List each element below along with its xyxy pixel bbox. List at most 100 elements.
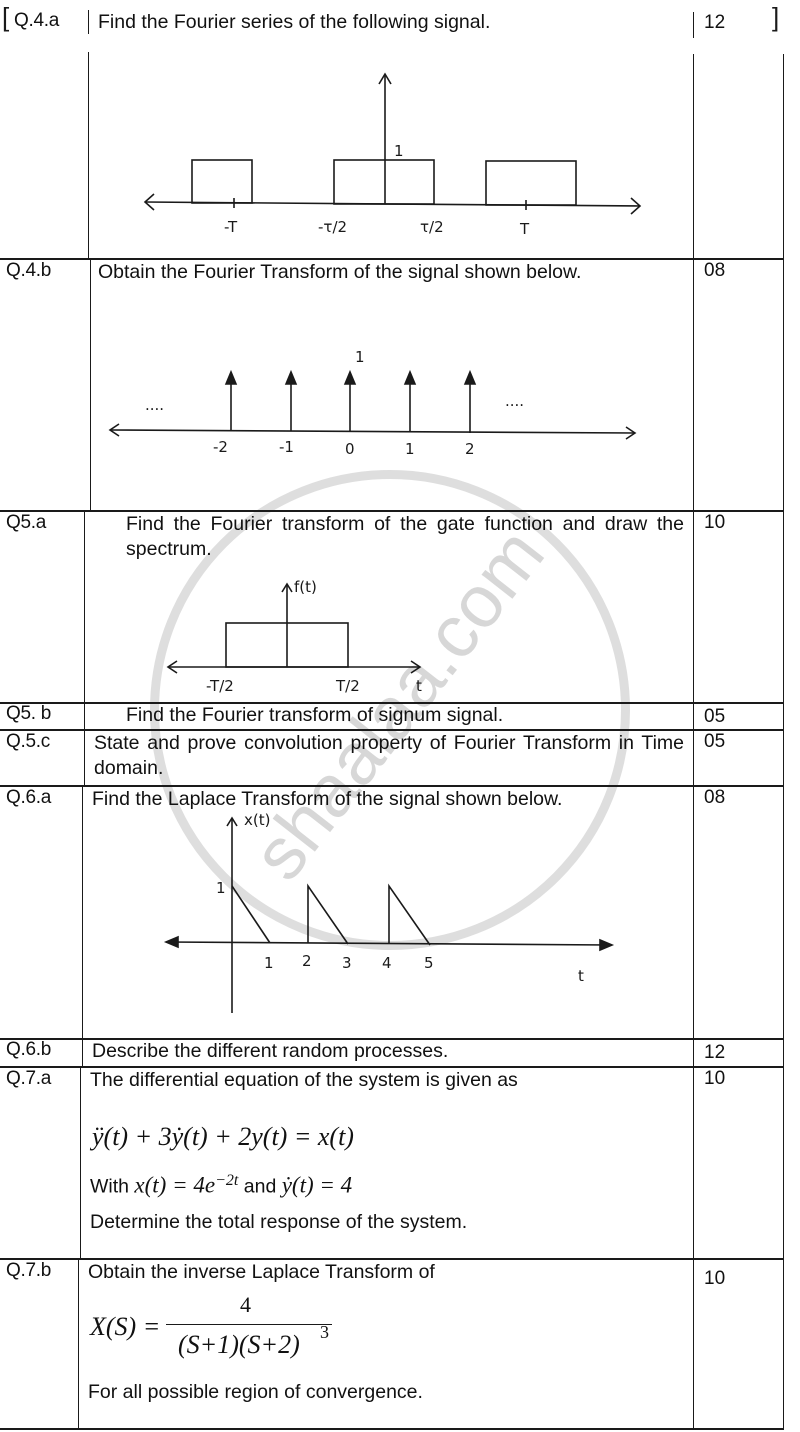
question-followup: For all possible region of convergence. — [88, 1381, 423, 1403]
impulse-train-figure: .... .... 1 -2 -1 0 1 2 — [108, 348, 637, 458]
x-label: -T/2 — [206, 677, 234, 695]
x-label: 4 — [382, 954, 392, 972]
x-label: T/2 — [335, 677, 360, 695]
question-marks: 12 — [704, 1042, 726, 1063]
question-row-q7a: Q.7.a The differential equation of the s… — [0, 1066, 784, 1260]
x-label: τ/2 — [420, 218, 444, 236]
column-divider — [783, 1258, 784, 1428]
column-divider — [84, 702, 85, 729]
column-divider — [693, 54, 694, 258]
column-divider — [783, 510, 784, 702]
question-marks: 10 — [704, 512, 726, 533]
x-axis-label: t — [578, 967, 584, 985]
question-marks: 10 — [704, 1268, 726, 1289]
question-marks: 05 — [704, 706, 726, 727]
x-label: -T — [224, 218, 238, 236]
x-label: T — [519, 220, 530, 238]
impulse-arrows — [224, 369, 477, 433]
impulse-height-label: 1 — [355, 348, 365, 366]
x-label: 2 — [302, 952, 312, 970]
column-divider — [88, 52, 89, 258]
question-row-q6a: Q.6.a Find the Laplace Transform of the … — [0, 785, 784, 1040]
condition-and: and — [243, 1175, 277, 1198]
question-text: Find the Fourier series of the following… — [98, 11, 491, 33]
column-divider — [783, 1066, 784, 1258]
question-number: Q.7.b — [6, 1260, 51, 1281]
question-row-q5a: Q5.a Find the Fourier transform of the g… — [0, 510, 784, 704]
column-divider — [693, 1066, 694, 1258]
column-divider — [693, 1258, 694, 1428]
periodic-pulse-figure: 1 -T -τ/2 τ/2 T — [143, 72, 642, 238]
question-text: Obtain the Fourier Transform of the sign… — [98, 261, 582, 283]
expression-lhs: X(S) = — [90, 1312, 161, 1341]
question-followup: Determine the total response of the syst… — [90, 1211, 468, 1233]
x-label: 2 — [465, 440, 475, 458]
x-label: 1 — [405, 440, 415, 458]
x-label: 0 — [345, 440, 355, 458]
column-divider — [783, 258, 784, 510]
numerator: 4 — [240, 1292, 251, 1317]
question-number: Q5.a — [6, 512, 46, 533]
question-text: Describe the different random processes. — [92, 1040, 449, 1062]
question-number: Q5. b — [6, 703, 51, 724]
column-divider — [783, 702, 784, 729]
ellipsis-right: .... — [505, 392, 524, 410]
left-bracket: [ — [2, 2, 10, 32]
question-row-q5c: Q.5.c State and prove convolution proper… — [0, 729, 784, 787]
column-divider — [693, 258, 694, 510]
initial-conditions: With x(t) = 4e−2t and ẏ(t) = 4 — [90, 1172, 352, 1199]
question-marks: 05 — [704, 731, 726, 752]
column-divider — [693, 1038, 694, 1066]
column-divider — [783, 785, 784, 1038]
question-text: Find the Fourier transform of the gate f… — [126, 513, 684, 560]
column-divider — [80, 1066, 81, 1258]
fraction-bar — [166, 1324, 332, 1325]
question-row-q6b: Q.6.b Describe the different random proc… — [0, 1038, 784, 1068]
column-divider — [84, 729, 85, 785]
x-label: -τ/2 — [318, 218, 347, 236]
column-divider — [78, 1258, 79, 1428]
question-row-q5b: Q5. b Find the Fourier transform of sign… — [0, 702, 784, 731]
x-label: 3 — [342, 954, 352, 972]
column-divider — [82, 785, 83, 1038]
x-label: 1 — [264, 954, 274, 972]
question-text: State and prove convolution property of … — [94, 732, 684, 779]
column-divider — [693, 702, 694, 729]
question-marks: 08 — [704, 260, 726, 281]
condition-prefix: With — [90, 1175, 129, 1198]
height-label: 1 — [216, 879, 226, 897]
x-label: -1 — [279, 438, 294, 456]
question-number: Q.6.a — [6, 787, 51, 808]
column-divider — [693, 785, 694, 1038]
question-text: Find the Laplace Transform of the signal… — [92, 788, 563, 810]
column-divider — [693, 729, 694, 785]
x-label: -2 — [213, 438, 228, 456]
divider — [693, 12, 694, 38]
ellipsis-left: .... — [145, 396, 164, 414]
x-label: 5 — [424, 954, 434, 972]
question-number: Q.7.a — [6, 1068, 51, 1089]
column-divider — [693, 510, 694, 702]
question-number: Q.5.c — [6, 731, 50, 752]
question-row-q7b: Q.7.b Obtain the inverse Laplace Transfo… — [0, 1258, 784, 1430]
question-row-q4b: Q.4.b Obtain the Fourier Transform of th… — [0, 258, 784, 512]
question-text: Find the Fourier transform of signum sig… — [126, 704, 504, 726]
question-row-q4a: [ Q.4.a Find the Fourier series of the f… — [0, 2, 784, 260]
differential-equation: ÿ(t) + 3ẏ(t) + 2y(t) = x(t) — [92, 1122, 354, 1151]
y-axis-label: x(t) — [244, 811, 270, 829]
laplace-expression: X(S) = 4 (S+1)(S+2) 3 — [90, 1292, 350, 1372]
divider — [88, 10, 89, 34]
question-number: Q.4.a — [14, 10, 59, 31]
denominator-exponent: 3 — [320, 1322, 329, 1342]
column-divider — [84, 510, 85, 702]
gate-function-figure: f(t) -T/2 T/2 t — [166, 578, 422, 695]
question-text: The differential equation of the system … — [90, 1069, 518, 1091]
question-marks: 08 — [704, 787, 726, 808]
column-divider — [783, 729, 784, 785]
right-bracket: ] — [772, 2, 780, 32]
denominator: (S+1)(S+2) — [178, 1330, 300, 1359]
initial-derivative: ẏ(t) = 4 — [281, 1172, 353, 1198]
input-exponent: −2t — [215, 1172, 239, 1189]
question-number: Q.6.b — [6, 1039, 51, 1060]
